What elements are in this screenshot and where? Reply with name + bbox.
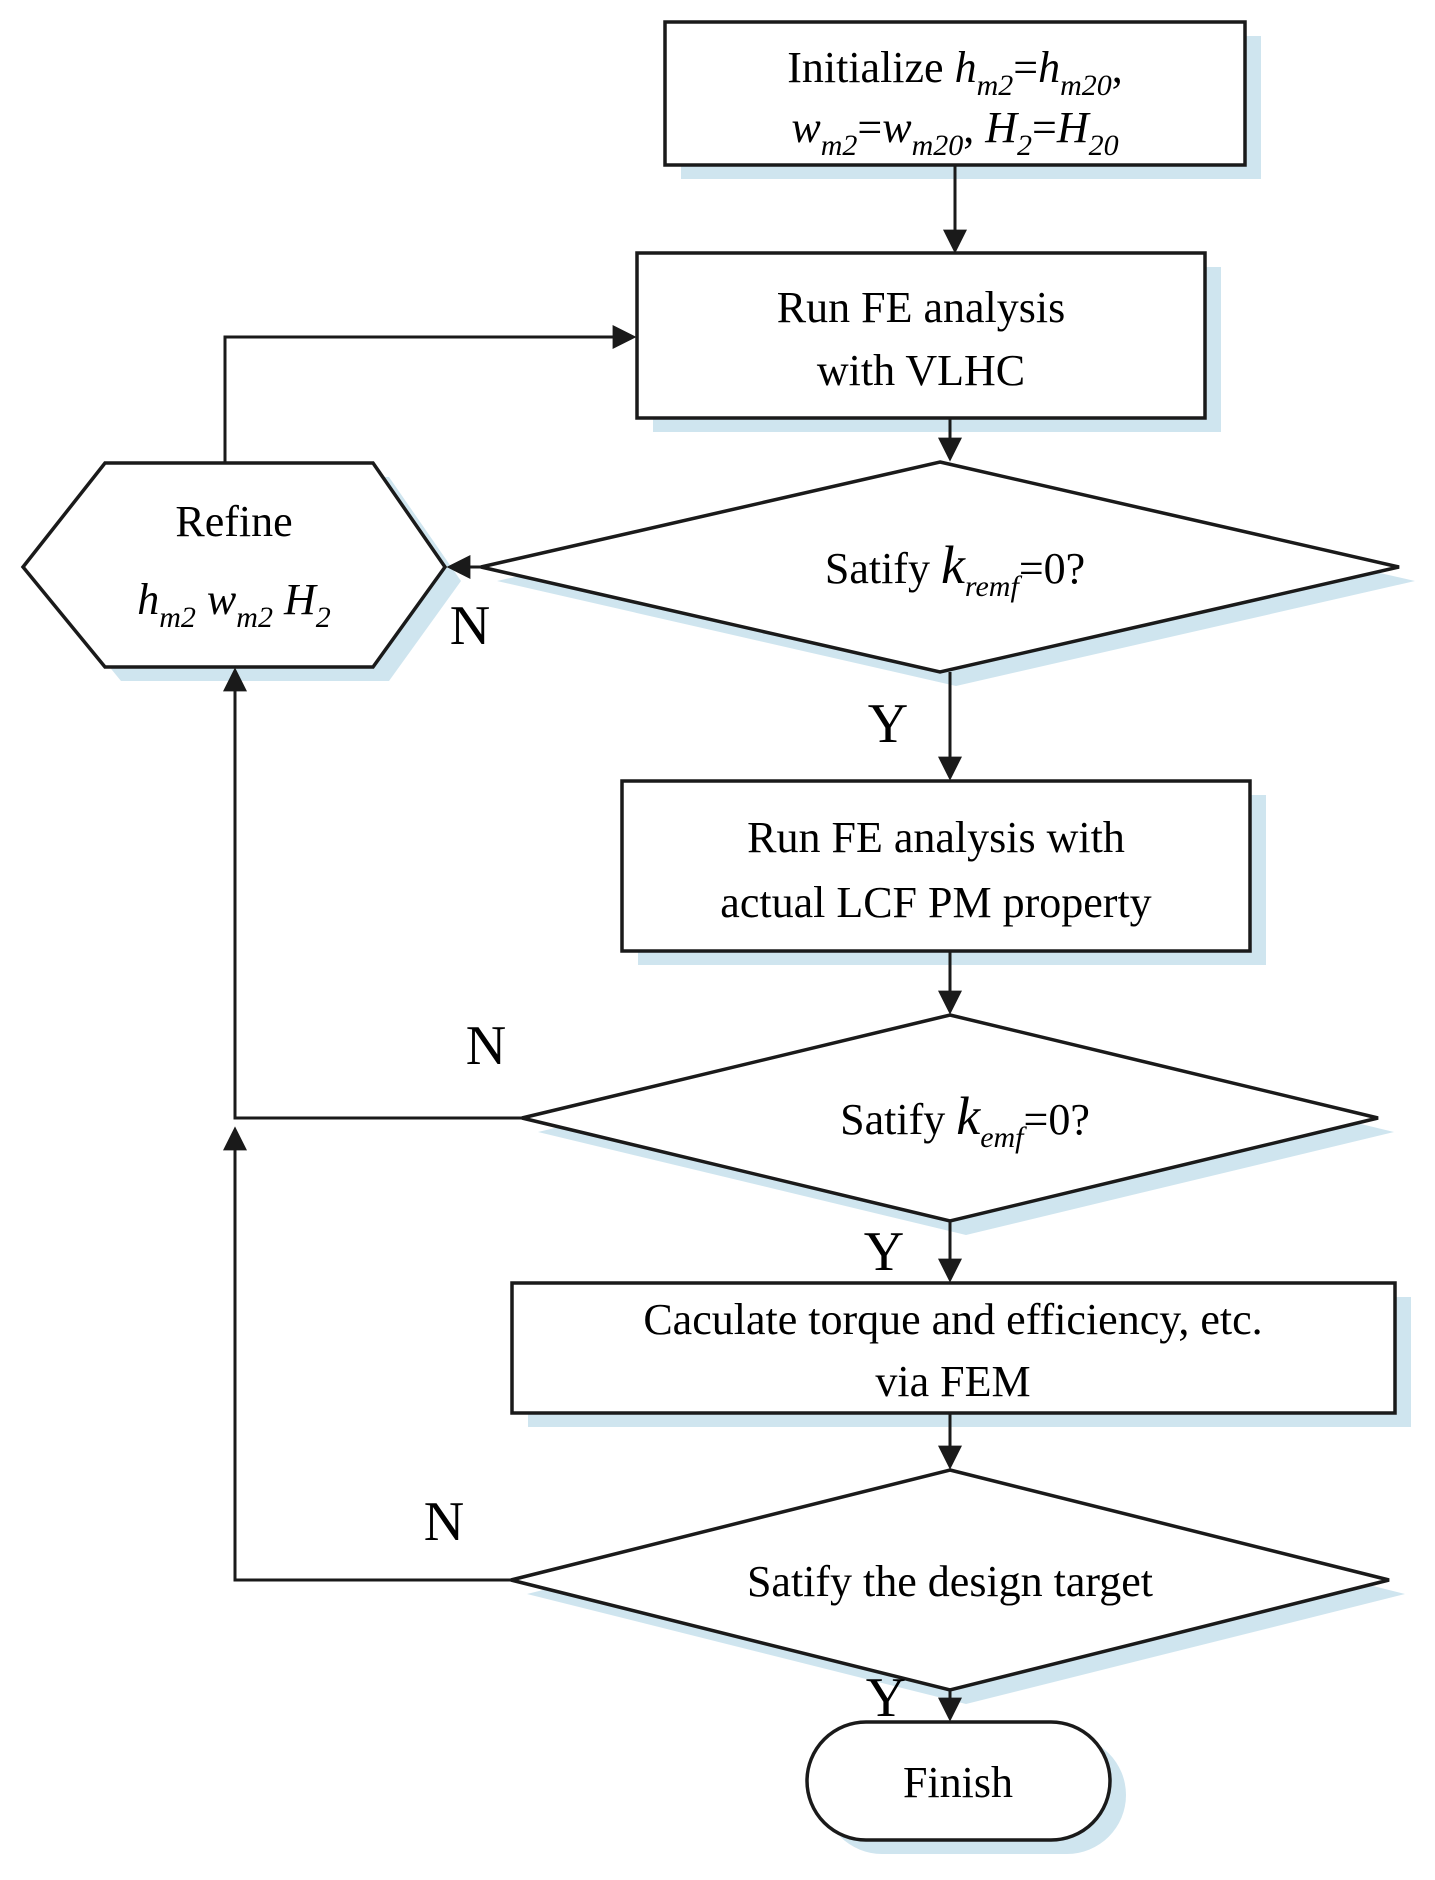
label-n1: N [450, 595, 490, 657]
initialize-line2: wm2=wm20, H2=H20 [791, 103, 1118, 162]
fe-lcf-line2: actual LCF PM property [720, 878, 1151, 927]
fe-vlhc-line2: with VLHC [817, 346, 1025, 395]
var-h-m20: h [1038, 43, 1060, 92]
var-H2: H [984, 103, 1019, 152]
label-y3: Y [866, 1667, 906, 1729]
var-w-m2: w [791, 103, 821, 152]
edge-labels: Y N Y N Y N [424, 595, 908, 1729]
preparation-refine: Refine hm2 wm2 H2 [20, 461, 448, 669]
label-n3: N [424, 1491, 464, 1553]
calc-line2: via FEM [875, 1357, 1030, 1406]
target-label: Satify the design target [747, 1557, 1153, 1606]
var-H20: H [1056, 103, 1091, 152]
process-run-fe-lcf: Run FE analysis with actual LCF PM prope… [620, 779, 1252, 953]
edges [223, 165, 967, 1722]
decision-satify-design-target: Satify the design target [510, 1468, 1390, 1692]
var-w-m20: w [882, 103, 912, 152]
var-H2: H [283, 575, 318, 624]
kremf-label: Satify kremf=0? [825, 535, 1085, 603]
kemf-label: Satify kemf=0? [840, 1086, 1090, 1154]
label-n2: N [466, 1015, 506, 1077]
fe-lcf-line1: Run FE analysis with [747, 813, 1125, 862]
var-h-m2: h [137, 575, 159, 624]
initialize-line1: Initialize hm2=hm20, [787, 43, 1123, 102]
fe-vlhc-line1: Run FE analysis [777, 283, 1065, 332]
process-run-fe-vlhc: Run FE analysis with VLHC [635, 251, 1207, 420]
calc-line1: Caculate torque and efficiency, etc. [643, 1295, 1262, 1344]
terminator-finish: Finish [805, 1720, 1112, 1842]
edge-kemf-n-to-refine [223, 667, 522, 1120]
refine-line2: hm2 wm2 H2 [137, 575, 330, 634]
var-k: k [941, 535, 966, 595]
process-initialize: Initialize hm2=hm20, wm2=wm20, H2=H20 [663, 20, 1247, 167]
finish-label: Finish [903, 1758, 1013, 1807]
var-w-m2: w [207, 575, 237, 624]
edge-refine-to-fevlhc [223, 325, 637, 463]
nodes: Initialize hm2=hm20, wm2=wm20, H2=H20 Ru… [20, 20, 1400, 1842]
refine-line1: Refine [175, 497, 292, 546]
decision-satify-kremf: Satify kremf=0? [480, 460, 1400, 674]
label-y2: Y [864, 1221, 904, 1283]
edge-target-n-return [223, 1126, 511, 1582]
var-h-m2: h [955, 43, 977, 92]
label-y1: Y [868, 693, 908, 755]
decision-satify-kemf: Satify kemf=0? [521, 1013, 1379, 1223]
process-calculate-torque: Caculate torque and efficiency, etc. via… [510, 1281, 1397, 1415]
var-k: k [956, 1086, 981, 1146]
